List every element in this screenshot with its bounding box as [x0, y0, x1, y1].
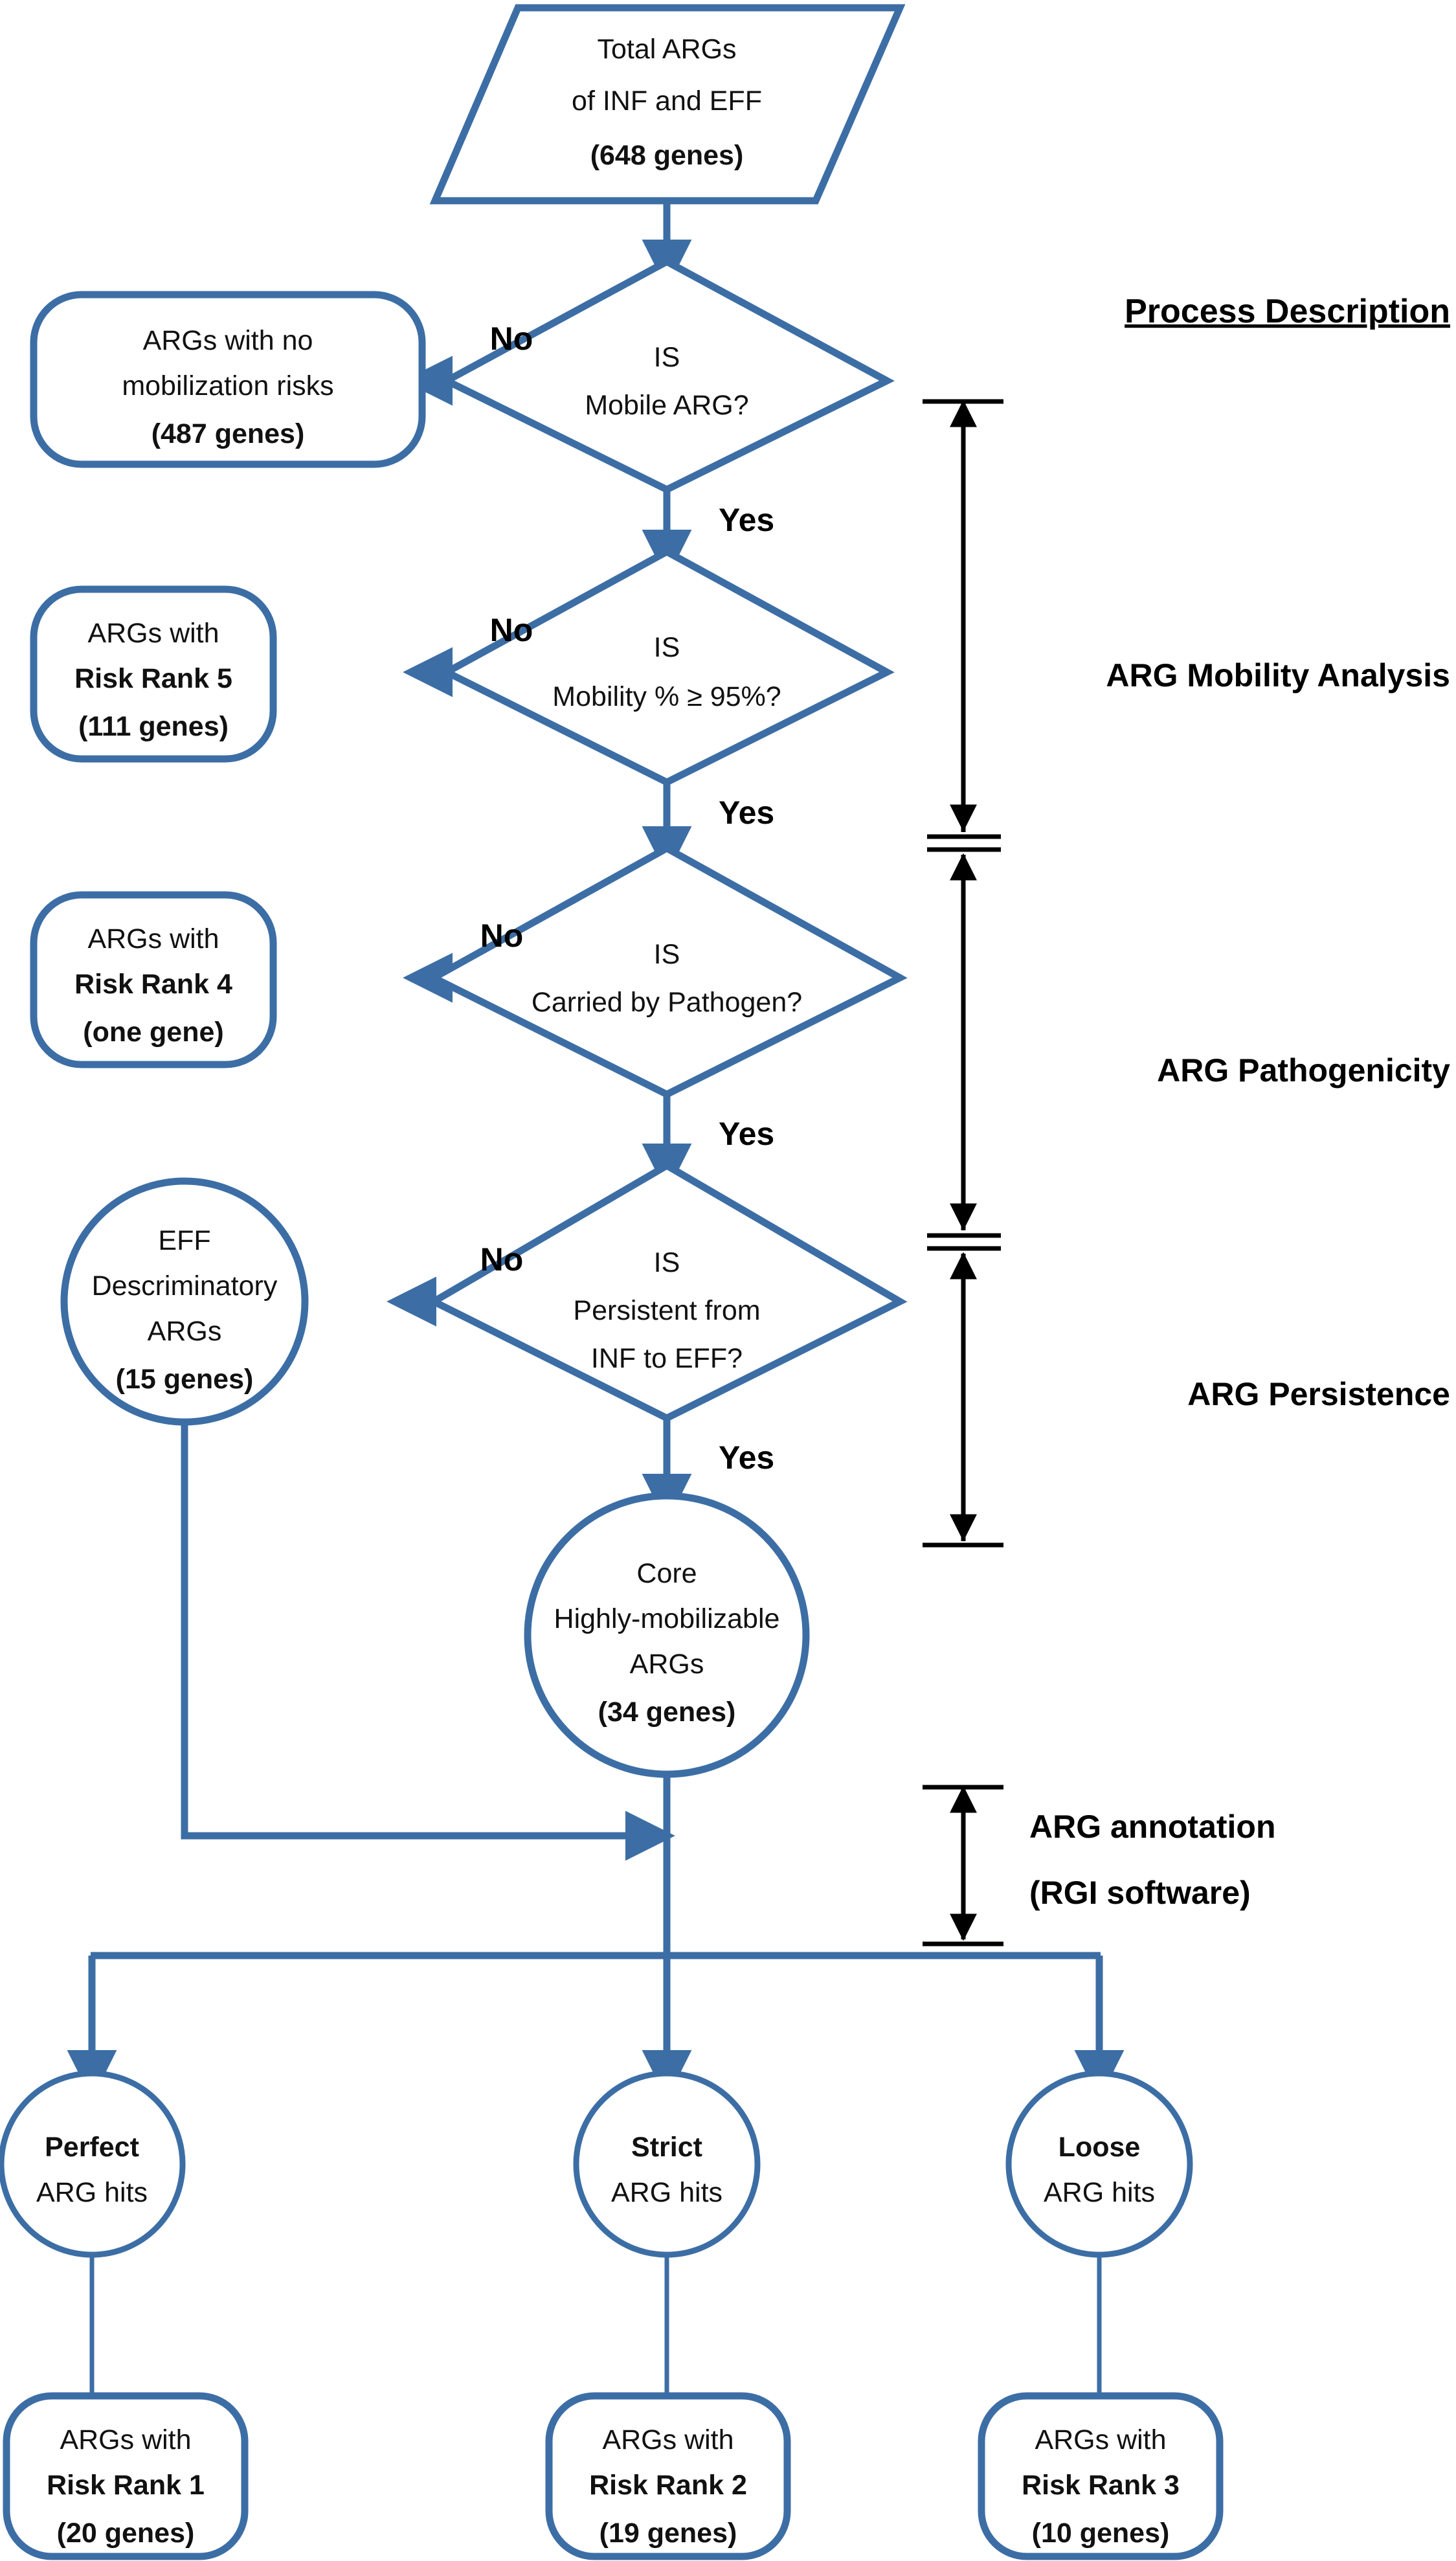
- total-args-line1: Total ARGs: [597, 34, 736, 65]
- rank2-count: (19 genes): [599, 2518, 737, 2549]
- rank3-rank: Risk Rank 3: [1022, 2470, 1180, 2501]
- shape-no-mobilization-risks: [30, 291, 426, 468]
- branch-label-yes-4: Yes: [719, 1439, 774, 1476]
- strict-line1: Strict: [631, 2132, 702, 2163]
- no-mob-line1: ARGs with no: [143, 325, 313, 356]
- decision4-line3: INF to EFF?: [591, 1343, 743, 1374]
- branch-label-no-3: No: [480, 918, 524, 954]
- loose-line2: ARG hits: [1044, 2177, 1155, 2208]
- process-label-annotation-line1: ARG annotation: [1029, 1809, 1276, 1845]
- rank2-rank: Risk Rank 2: [589, 2470, 747, 2501]
- eff-line1: EFF: [158, 1225, 210, 1256]
- eff-line3: ARGs: [148, 1316, 222, 1347]
- core-line1: Core: [636, 1558, 697, 1589]
- decision2-line2: Mobility % ≥ 95%?: [552, 681, 781, 712]
- core-line2: Highly-mobilizable: [554, 1603, 780, 1634]
- rank4-count: (one gene): [83, 1017, 223, 1048]
- perfect-line1: Perfect: [45, 2132, 139, 2163]
- branch-label-no-2: No: [490, 612, 533, 648]
- rank5-count: (111 genes): [78, 711, 229, 742]
- shape-risk-rank-5: [30, 585, 277, 763]
- rank2-line1: ARGs with: [602, 2424, 734, 2455]
- core-count: (34 genes): [598, 1697, 736, 1728]
- process-description-header: Process Description: [1125, 293, 1450, 330]
- process-label-pathogenicity: ARG Pathogenicity: [1157, 1052, 1450, 1089]
- decision2-line1: IS: [654, 632, 680, 663]
- rank1-count: (20 genes): [57, 2518, 195, 2549]
- shape-risk-rank-4: [30, 891, 277, 1068]
- rank1-line1: ARGs with: [60, 2424, 191, 2455]
- branch-label-yes-2: Yes: [719, 795, 774, 831]
- eff-count: (15 genes): [116, 1364, 254, 1395]
- branch-label-yes-3: Yes: [719, 1116, 774, 1152]
- rank1-rank: Risk Rank 1: [47, 2470, 205, 2501]
- decision3-line2: Carried by Pathogen?: [532, 987, 802, 1018]
- process-label-annotation-line2: (RGI software): [1029, 1875, 1251, 1911]
- branch-label-no-1: No: [490, 321, 533, 357]
- decision3-line1: IS: [654, 939, 680, 970]
- no-mob-count: (487 genes): [151, 418, 305, 449]
- shape-total-args: [429, 4, 906, 205]
- total-args-count: (648 genes): [590, 140, 744, 171]
- rank4-rank: Risk Rank 4: [74, 969, 232, 1000]
- shape-eff-descriminatory-args: [60, 1177, 309, 1426]
- branch-label-no-4: No: [480, 1241, 524, 1278]
- process-label-mobility: ARG Mobility Analysis: [1106, 657, 1450, 694]
- total-args-line2: of INF and EFF: [572, 85, 762, 117]
- shape-decision-persistent: [426, 1161, 908, 1423]
- rank4-line1: ARGs with: [87, 923, 219, 954]
- shape-core-highly-mobilizable-args: [524, 1492, 810, 1778]
- shape-decision-mobile-arg: [439, 257, 895, 494]
- shape-risk-rank-3: [978, 2392, 1224, 2560]
- decision4-line2: Persistent from: [573, 1295, 760, 1326]
- process-label-persistence: ARG Persistence: [1187, 1376, 1450, 1412]
- shape-loose-arg-hits: [1005, 2070, 1193, 2258]
- rank3-line1: ARGs with: [1035, 2424, 1166, 2455]
- no-mob-line2: mobilization risks: [122, 370, 333, 401]
- rank5-line1: ARGs with: [87, 618, 219, 649]
- decision1-line1: IS: [654, 342, 680, 373]
- shape-strict-arg-hits: [573, 2070, 761, 2258]
- eff-line2: Descriminatory: [92, 1270, 278, 1302]
- core-line3: ARGs: [630, 1649, 704, 1680]
- rank3-count: (10 genes): [1032, 2518, 1170, 2549]
- shape-risk-rank-2: [545, 2392, 791, 2560]
- shape-perfect-arg-hits: [0, 2070, 186, 2258]
- loose-line1: Loose: [1058, 2132, 1141, 2163]
- shape-decision-pathogen: [426, 844, 908, 1099]
- decision1-line2: Mobile ARG?: [585, 390, 748, 421]
- decision4-line1: IS: [654, 1247, 680, 1278]
- shape-decision-mobility-pct: [439, 547, 895, 787]
- branch-label-yes-1: Yes: [719, 502, 774, 538]
- strict-line2: ARG hits: [611, 2177, 722, 2208]
- connector-eff-to-bus: [181, 1421, 675, 1861]
- rank5-rank: Risk Rank 5: [74, 663, 232, 694]
- shape-risk-rank-1: [3, 2392, 249, 2560]
- perfect-line2: ARG hits: [36, 2177, 148, 2208]
